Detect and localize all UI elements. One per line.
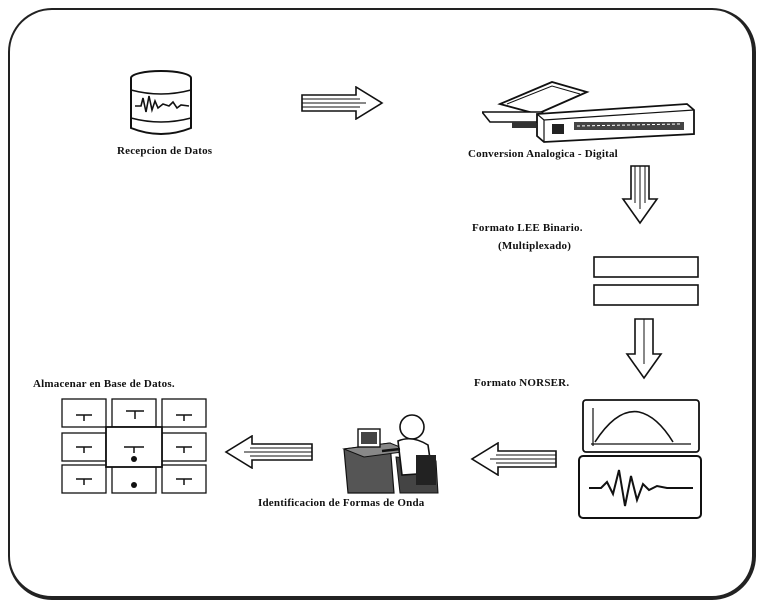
identification-label: Identificacion de Formas de Onda bbox=[258, 497, 425, 509]
storage-node bbox=[60, 397, 210, 495]
lee-format-label: Formato LEE Binario. bbox=[472, 222, 583, 234]
storage-label: Almacenar en Base de Datos. bbox=[33, 378, 175, 390]
multiplexed-label: (Multiplexado) bbox=[498, 240, 571, 252]
flow-arrow-right-1 bbox=[300, 86, 384, 120]
waveform-traces-icon bbox=[577, 398, 705, 522]
adc-device-icon bbox=[482, 74, 697, 144]
analyst-workstation-icon bbox=[340, 405, 448, 495]
binary-records-icon bbox=[592, 255, 702, 309]
flow-arrow-down-1 bbox=[620, 165, 660, 225]
database-waveform-icon bbox=[125, 68, 197, 140]
norser-format-label: Formato NORSER. bbox=[474, 377, 569, 389]
conversion-label: Conversion Analogica - Digital bbox=[468, 148, 618, 160]
database-grid-icon bbox=[60, 397, 210, 495]
flow-arrow-left-1 bbox=[470, 442, 558, 476]
flow-arrow-left-2 bbox=[224, 435, 314, 469]
identification-node bbox=[340, 405, 448, 495]
lee-records-node bbox=[592, 255, 702, 309]
reception-label: Recepcion de Datos bbox=[117, 145, 212, 157]
flow-arrow-down-2 bbox=[624, 318, 664, 380]
reception-node bbox=[125, 68, 197, 140]
norser-traces-node bbox=[577, 398, 705, 522]
conversion-node bbox=[482, 74, 697, 144]
